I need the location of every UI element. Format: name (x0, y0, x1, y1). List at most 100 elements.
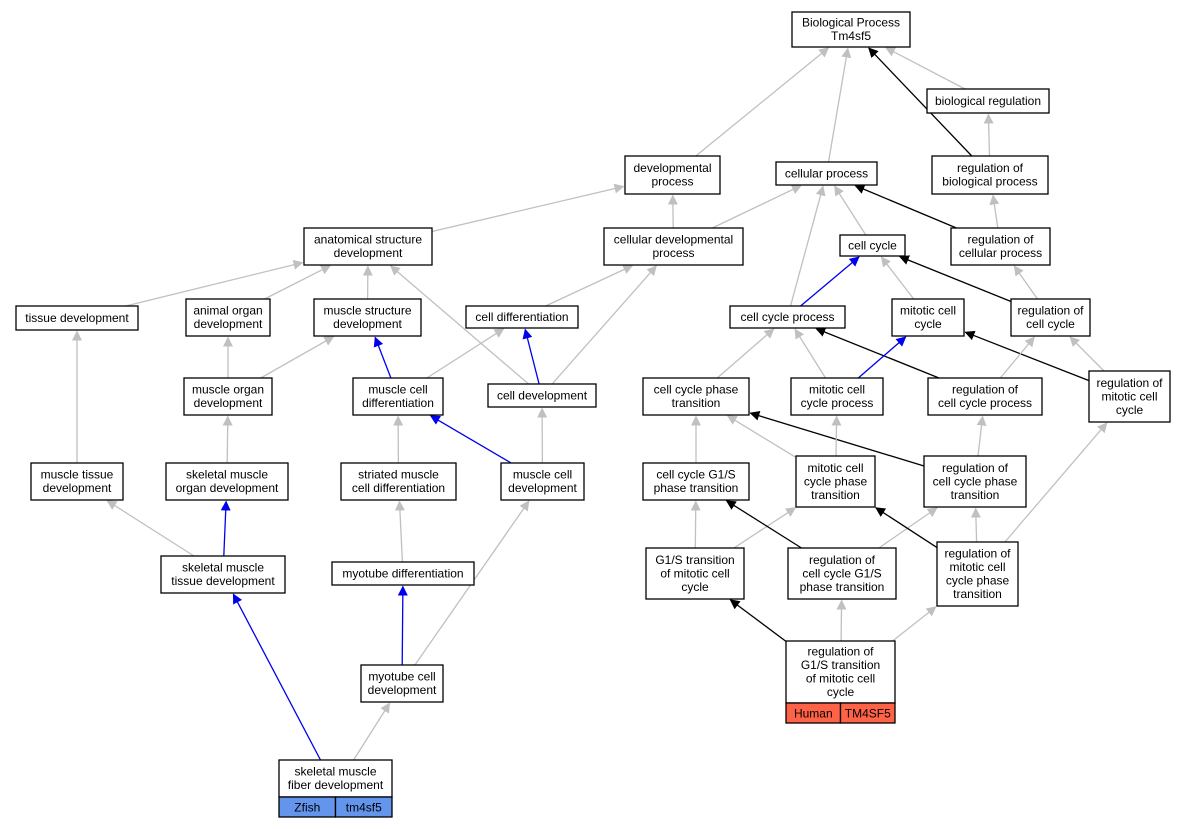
go-term-node-ccp[interactable]: cell cycle process (729, 305, 846, 329)
go-term-label-line: cycle (681, 580, 709, 594)
species-gene-badge-label: tm4sf5 (346, 801, 382, 815)
go-term-label-line: cellular process (959, 246, 1042, 260)
go-term-node-celldev[interactable]: cell development (487, 383, 597, 408)
go-term-box-regccpt (923, 455, 1027, 508)
go-term-box-regmcc (1088, 370, 1171, 423)
edge-mcd-to-msd (373, 336, 392, 379)
go-term-label-line: regulation of (944, 547, 1011, 561)
go-term-box-cellp (775, 161, 878, 186)
edge-mccp-to-ccp (794, 328, 827, 379)
go-term-label-line: G1/S transition (655, 553, 734, 567)
go-term-node-cdiff[interactable]: cell differentiation (465, 305, 579, 329)
edge-ccpt-to-ccp (716, 328, 775, 379)
edge-smod-to-mod (222, 415, 233, 464)
go-term-label-line: mitotic cell (900, 304, 956, 318)
edge-mcdev-to-mcd (429, 415, 512, 464)
go-term-label-line: regulation of (1017, 304, 1084, 318)
go-term-label-line: transition (953, 587, 1002, 601)
go-term-label-line: cell cycle G1/S (656, 468, 735, 482)
go-term-label-line: cell cycle G1/S (802, 566, 881, 580)
go-term-label-line: of mitotic cell (660, 566, 729, 580)
go-term-box-regcp (950, 227, 1051, 266)
go-term-box-regbp (931, 155, 1049, 195)
go-term-label-line: development (43, 481, 112, 495)
go-term-box-cdiff (465, 305, 579, 329)
go-term-box-myodev (360, 664, 444, 703)
go-term-label-line: tissue development (25, 311, 129, 325)
edge-mccpt-to-ccpt (726, 415, 797, 458)
edge-smfd-to-myodev (353, 702, 391, 761)
edge-ccp-to-cc (800, 256, 860, 307)
go-term-label-line: cycle (914, 317, 942, 331)
go-term-label-line: myotube differentiation (342, 566, 463, 580)
go-term-label-line: development (194, 317, 263, 331)
go-term-label-line: of mitotic cell (806, 672, 875, 686)
edge-regg1smcc-to-g1smcc (729, 599, 787, 642)
go-term-box-breg (926, 88, 1050, 114)
go-term-node-myodiff[interactable]: myotube differentiation (331, 561, 475, 586)
go-term-node-cc[interactable]: cell cycle (839, 234, 906, 257)
go-term-label-line: Tm4sf5 (831, 29, 871, 43)
edge-dev-to-bp (695, 47, 830, 157)
go-term-label-line: mitotic cell (949, 560, 1005, 574)
edge-smfd-to-smtd (232, 593, 322, 761)
go-term-label-line: regulation of (957, 161, 1024, 175)
go-term-label-line: cell development (497, 388, 588, 402)
go-term-label-line: anatomical structure (314, 233, 422, 247)
go-term-box-aod (185, 298, 271, 337)
go-term-label-line: cell differentiation (475, 310, 568, 324)
edge-regbp-to-bp (868, 47, 973, 157)
go-term-box-asd (303, 227, 433, 266)
go-term-label-line: tissue development (171, 574, 275, 588)
go-term-label-line: phase transition (654, 481, 739, 495)
go-term-node-cellp[interactable]: cellular process (775, 161, 878, 186)
edge-regg1s-to-g1spt (725, 500, 802, 549)
go-term-box-regmccpt (936, 541, 1019, 607)
go-term-label-line: regulation of (942, 461, 1009, 475)
edge-smtd-to-mtd (106, 500, 195, 557)
go-term-box-mcd (352, 377, 444, 416)
edge-regccpt-to-regccp (976, 415, 987, 457)
go-term-label-line: regulation of (807, 645, 874, 659)
go-term-label-line: developmental (633, 161, 711, 175)
edge-cc-to-cellp (834, 185, 867, 236)
go-term-label-line: process (651, 175, 693, 189)
go-term-box-mtd (30, 462, 124, 501)
go-term-label-line: development (334, 246, 403, 260)
go-term-label-line: cycle (827, 685, 855, 699)
go-term-node-td[interactable]: tissue development (15, 305, 139, 331)
go-term-node-breg[interactable]: biological regulation (926, 88, 1050, 114)
edge-td-to-asd (125, 259, 304, 307)
go-term-label-line: development (368, 683, 437, 697)
